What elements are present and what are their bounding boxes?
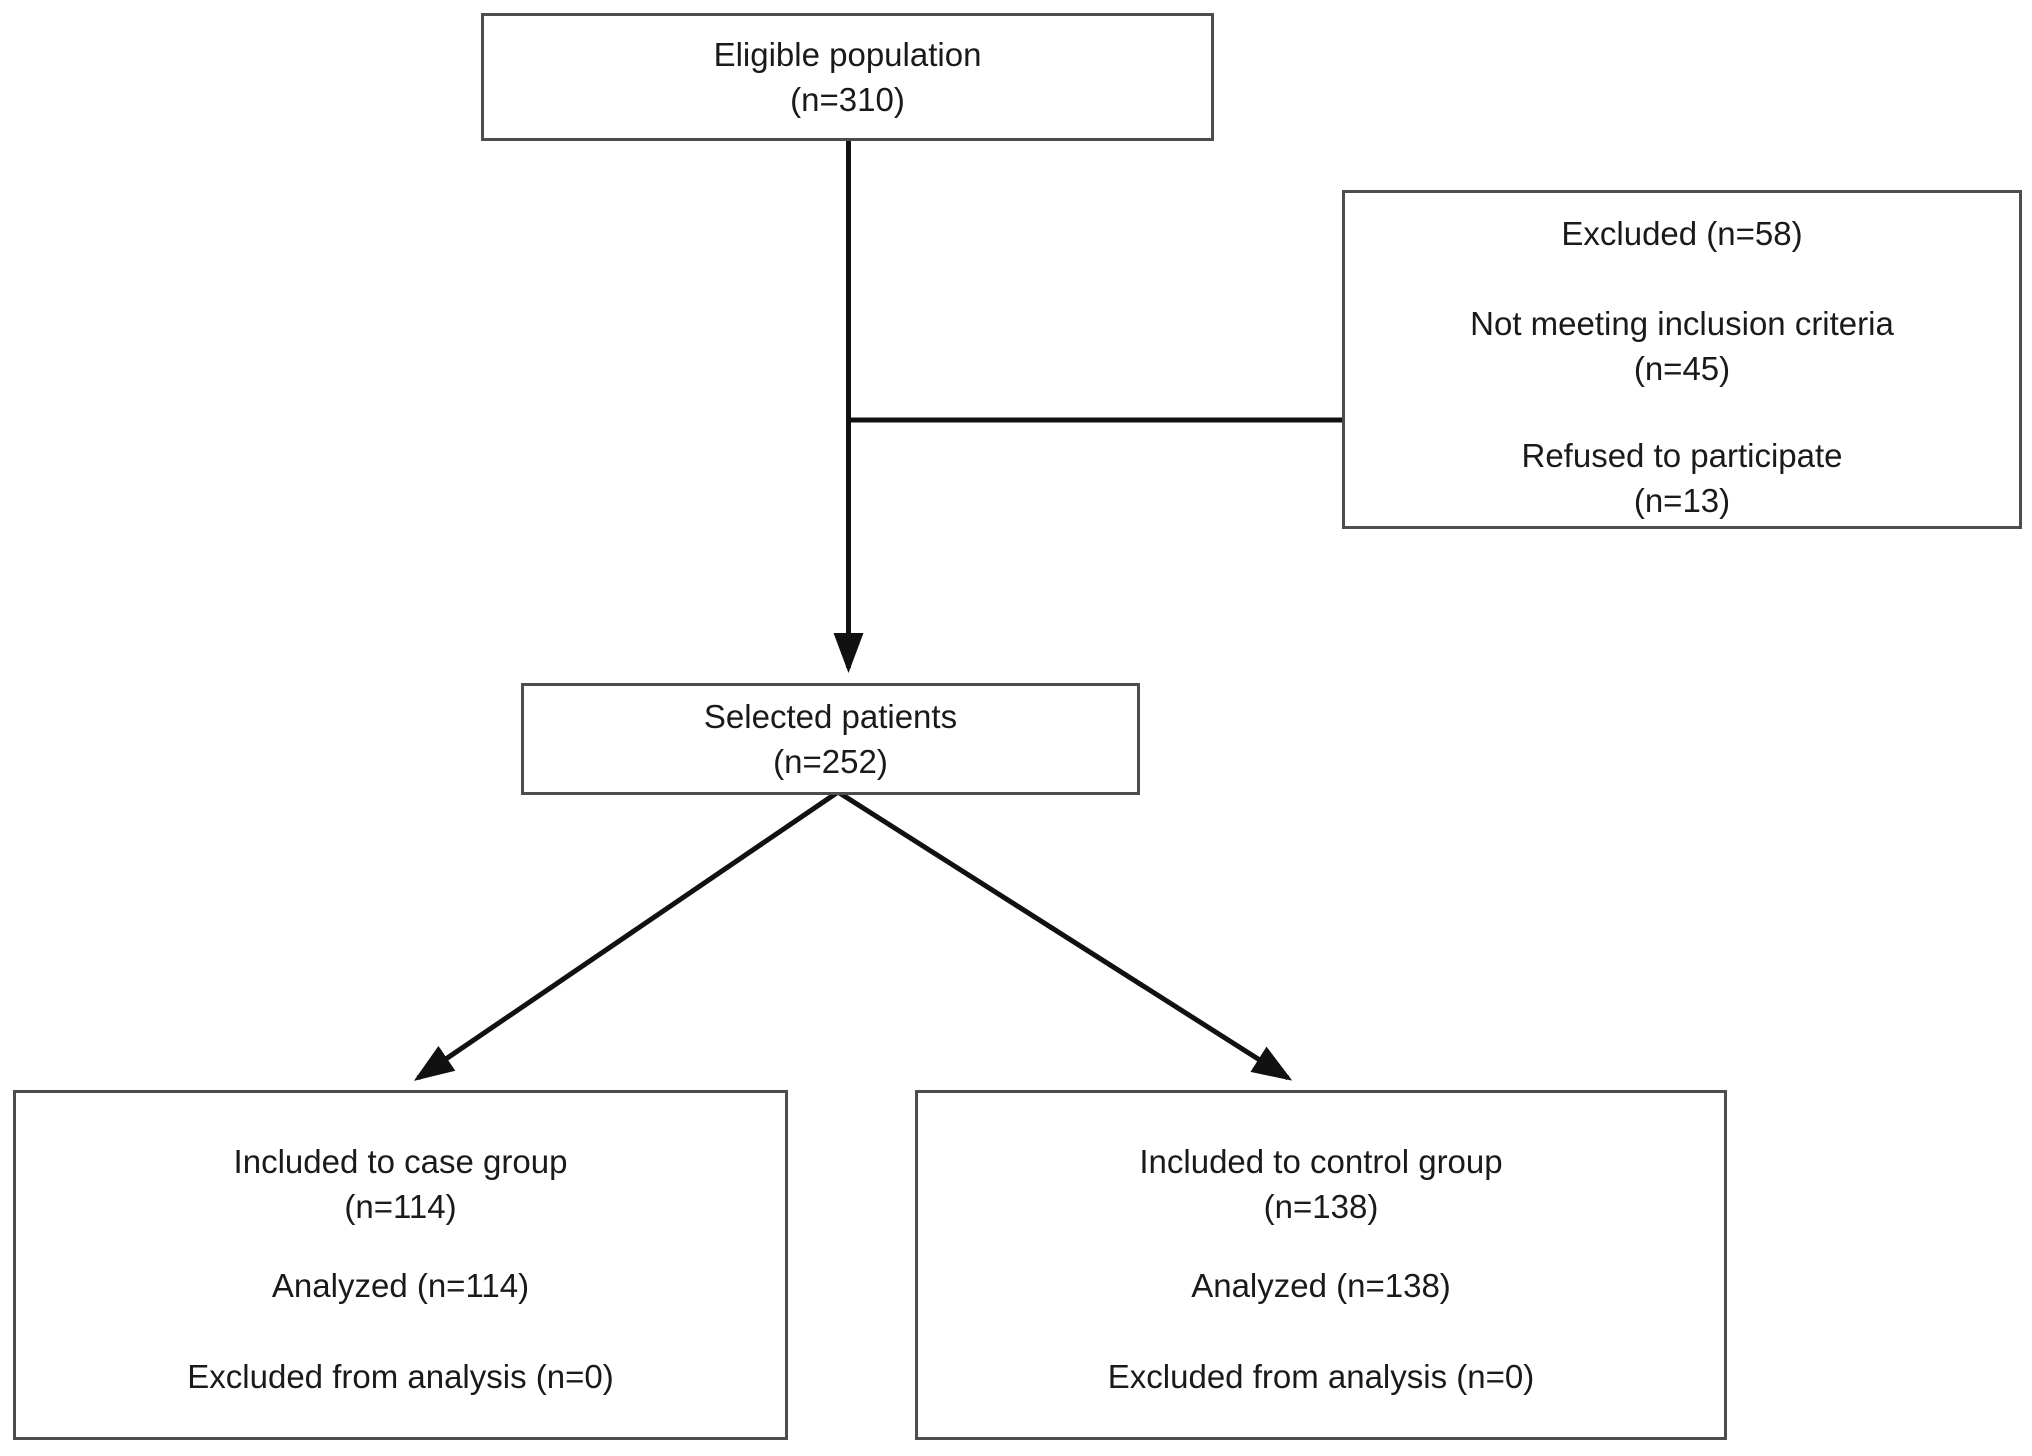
- excluded-reason-inclusion-label: Not meeting inclusion criteria: [1470, 305, 1894, 342]
- excluded-reason-refused-count: (n=13): [1633, 482, 1731, 519]
- excluded-reason-refused-label: Refused to participate: [1521, 437, 1843, 474]
- node-case-group: Included to case group (n=114) Analyzed …: [13, 1090, 788, 1440]
- selected-patients-count: (n=252): [773, 743, 888, 780]
- connector-selected-to-control-group: [836, 789, 1293, 1081]
- case-group-count: (n=114): [344, 1188, 457, 1225]
- selected-patients-label: Selected patients: [703, 698, 958, 735]
- eligible-population-label: Eligible population: [713, 36, 982, 73]
- control-group-analyzed: Analyzed (n=138): [1191, 1267, 1451, 1304]
- control-group-excluded-from-analysis: Excluded from analysis (n=0): [1107, 1358, 1535, 1395]
- case-group-label: Included to case group: [233, 1143, 568, 1180]
- eligible-population-count: (n=310): [790, 81, 905, 118]
- node-control-group: Included to control group (n=138) Analyz…: [915, 1090, 1727, 1440]
- node-selected-patients: Selected patients (n=252): [521, 683, 1140, 795]
- case-group-excluded-from-analysis: Excluded from analysis (n=0): [187, 1358, 614, 1395]
- node-eligible-population: Eligible population (n=310): [481, 13, 1214, 141]
- node-excluded: Excluded (n=58) Not meeting inclusion cr…: [1342, 190, 2022, 529]
- excluded-title: Excluded (n=58): [1561, 215, 1803, 252]
- excluded-reason-inclusion-count: (n=45): [1633, 350, 1731, 387]
- case-group-analyzed: Analyzed (n=114): [271, 1267, 530, 1304]
- control-group-count: (n=138): [1263, 1188, 1379, 1225]
- connector-selected-to-case-group: [413, 789, 840, 1081]
- control-group-label: Included to control group: [1139, 1143, 1503, 1180]
